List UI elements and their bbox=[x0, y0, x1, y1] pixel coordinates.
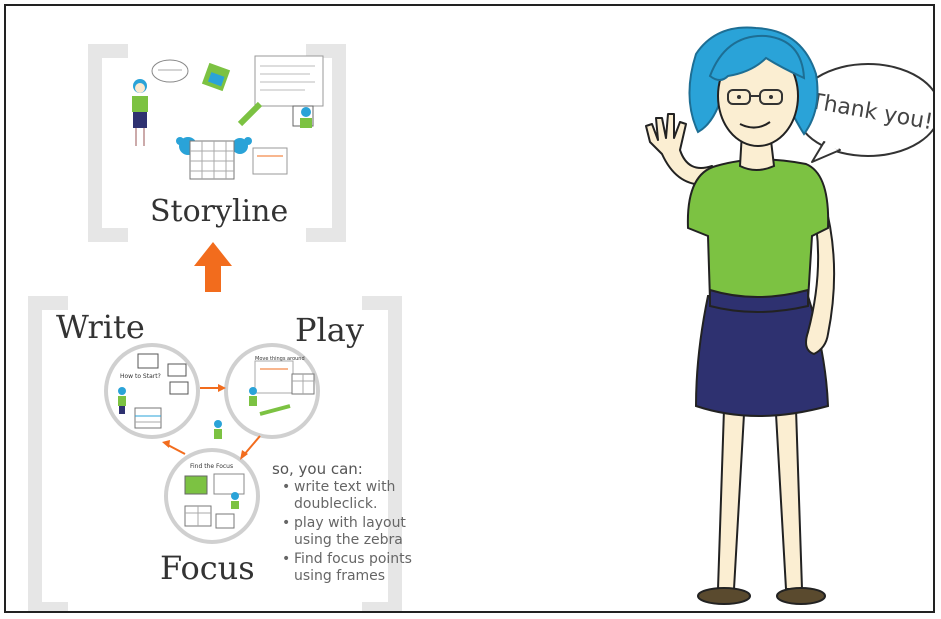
up-arrow-icon bbox=[194, 242, 232, 292]
write-caption: How to Start? bbox=[120, 373, 161, 380]
focus-caption: Find the Focus bbox=[190, 463, 233, 470]
storyline-bracket-right bbox=[306, 44, 346, 242]
mini-character-icon bbox=[132, 79, 148, 146]
storyline-bracket-left bbox=[88, 44, 128, 242]
cycle-diagram: How to Start? Move things around Find th… bbox=[104, 343, 320, 544]
storyline-thumbnail bbox=[132, 55, 324, 180]
focus-label: Focus bbox=[160, 549, 255, 587]
slide-frame: Storyline Write Play Focus bbox=[4, 4, 935, 613]
character-illustration: Thank you! bbox=[645, 26, 933, 605]
overview-panel: Storyline Write Play Focus bbox=[10, 6, 430, 611]
play-caption: Move things around bbox=[255, 356, 305, 362]
write-label: Write bbox=[56, 308, 145, 346]
play-label: Play bbox=[295, 311, 364, 349]
tips-intro: so, you can: bbox=[272, 460, 363, 478]
storyline-label: Storyline bbox=[150, 194, 289, 229]
cycle-bracket-left bbox=[28, 296, 68, 611]
glasses-icon bbox=[727, 89, 783, 105]
